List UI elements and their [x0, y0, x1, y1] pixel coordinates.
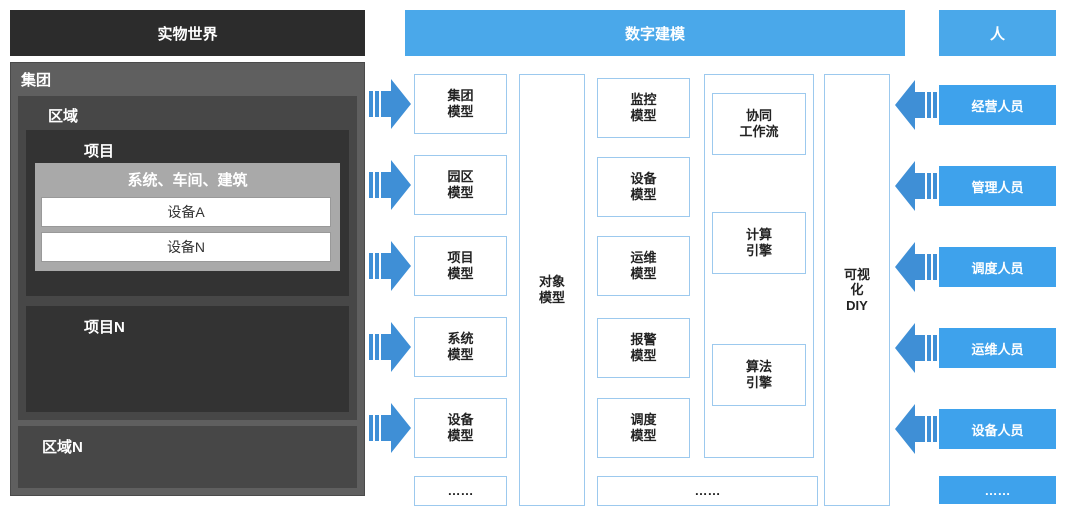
project-n-label: 项目N	[84, 319, 125, 336]
digital-modeling-header: 数字建模	[405, 10, 905, 56]
right-arrow-icon	[369, 241, 411, 291]
right-arrow-icon	[369, 79, 411, 129]
monitor-model-cell: 监控 模型	[597, 78, 690, 138]
right-arrow-icon	[369, 160, 411, 210]
left-arrow-icon	[895, 323, 937, 373]
left-arrow-icon	[895, 80, 937, 130]
group-model-cell: 集团 模型	[414, 74, 507, 134]
right-arrow-icon	[369, 403, 411, 453]
models-more-cell: ……	[414, 476, 507, 506]
ops-model-cell: 运维 模型	[597, 236, 690, 296]
person-operations-manager: 经营人员	[939, 85, 1056, 125]
object-model-cell: 对象 模型	[519, 74, 585, 506]
visual-diy-cell: 可视 化 DIY	[824, 74, 890, 506]
system-model-cell: 系统 模型	[414, 317, 507, 377]
left-arrow-icon	[895, 404, 937, 454]
device-model-cell: 设备 模型	[414, 398, 507, 458]
dispatch-model-cell: 调度 模型	[597, 398, 690, 458]
project-n-container: 项目N	[26, 306, 349, 412]
alarm-model-cell: 报警 模型	[597, 318, 690, 378]
functions-more-cell: ……	[597, 476, 818, 506]
physical-world-header: 实物世界	[10, 10, 365, 56]
device-n-row: 设备N	[41, 232, 331, 262]
project-label: 项目	[84, 143, 115, 160]
region-n-container: 区域N	[18, 426, 357, 488]
person-maintenance: 运维人员	[939, 328, 1056, 368]
park-model-cell: 园区 模型	[414, 155, 507, 215]
compute-engine-cell: 计算 引擎	[712, 212, 806, 274]
workflow-cell: 协同 工作流	[712, 93, 806, 155]
right-arrow-icon	[369, 322, 411, 372]
systems-label: 系统、车间、建筑	[127, 171, 248, 189]
person-more: ……	[939, 476, 1056, 504]
algorithm-engine-cell: 算法 引擎	[712, 344, 806, 406]
left-arrow-icon	[895, 242, 937, 292]
person-management: 管理人员	[939, 166, 1056, 206]
equipment-model-cell: 设备 模型	[597, 157, 690, 217]
region-label: 区域	[48, 108, 79, 125]
people-header: 人	[939, 10, 1056, 56]
group-label: 集团	[21, 72, 52, 89]
person-equipment: 设备人员	[939, 409, 1056, 449]
person-dispatcher: 调度人员	[939, 247, 1056, 287]
device-a-row: 设备A	[41, 197, 331, 227]
region-n-label: 区域N	[42, 439, 83, 456]
left-arrow-icon	[895, 161, 937, 211]
project-model-cell: 项目 模型	[414, 236, 507, 296]
